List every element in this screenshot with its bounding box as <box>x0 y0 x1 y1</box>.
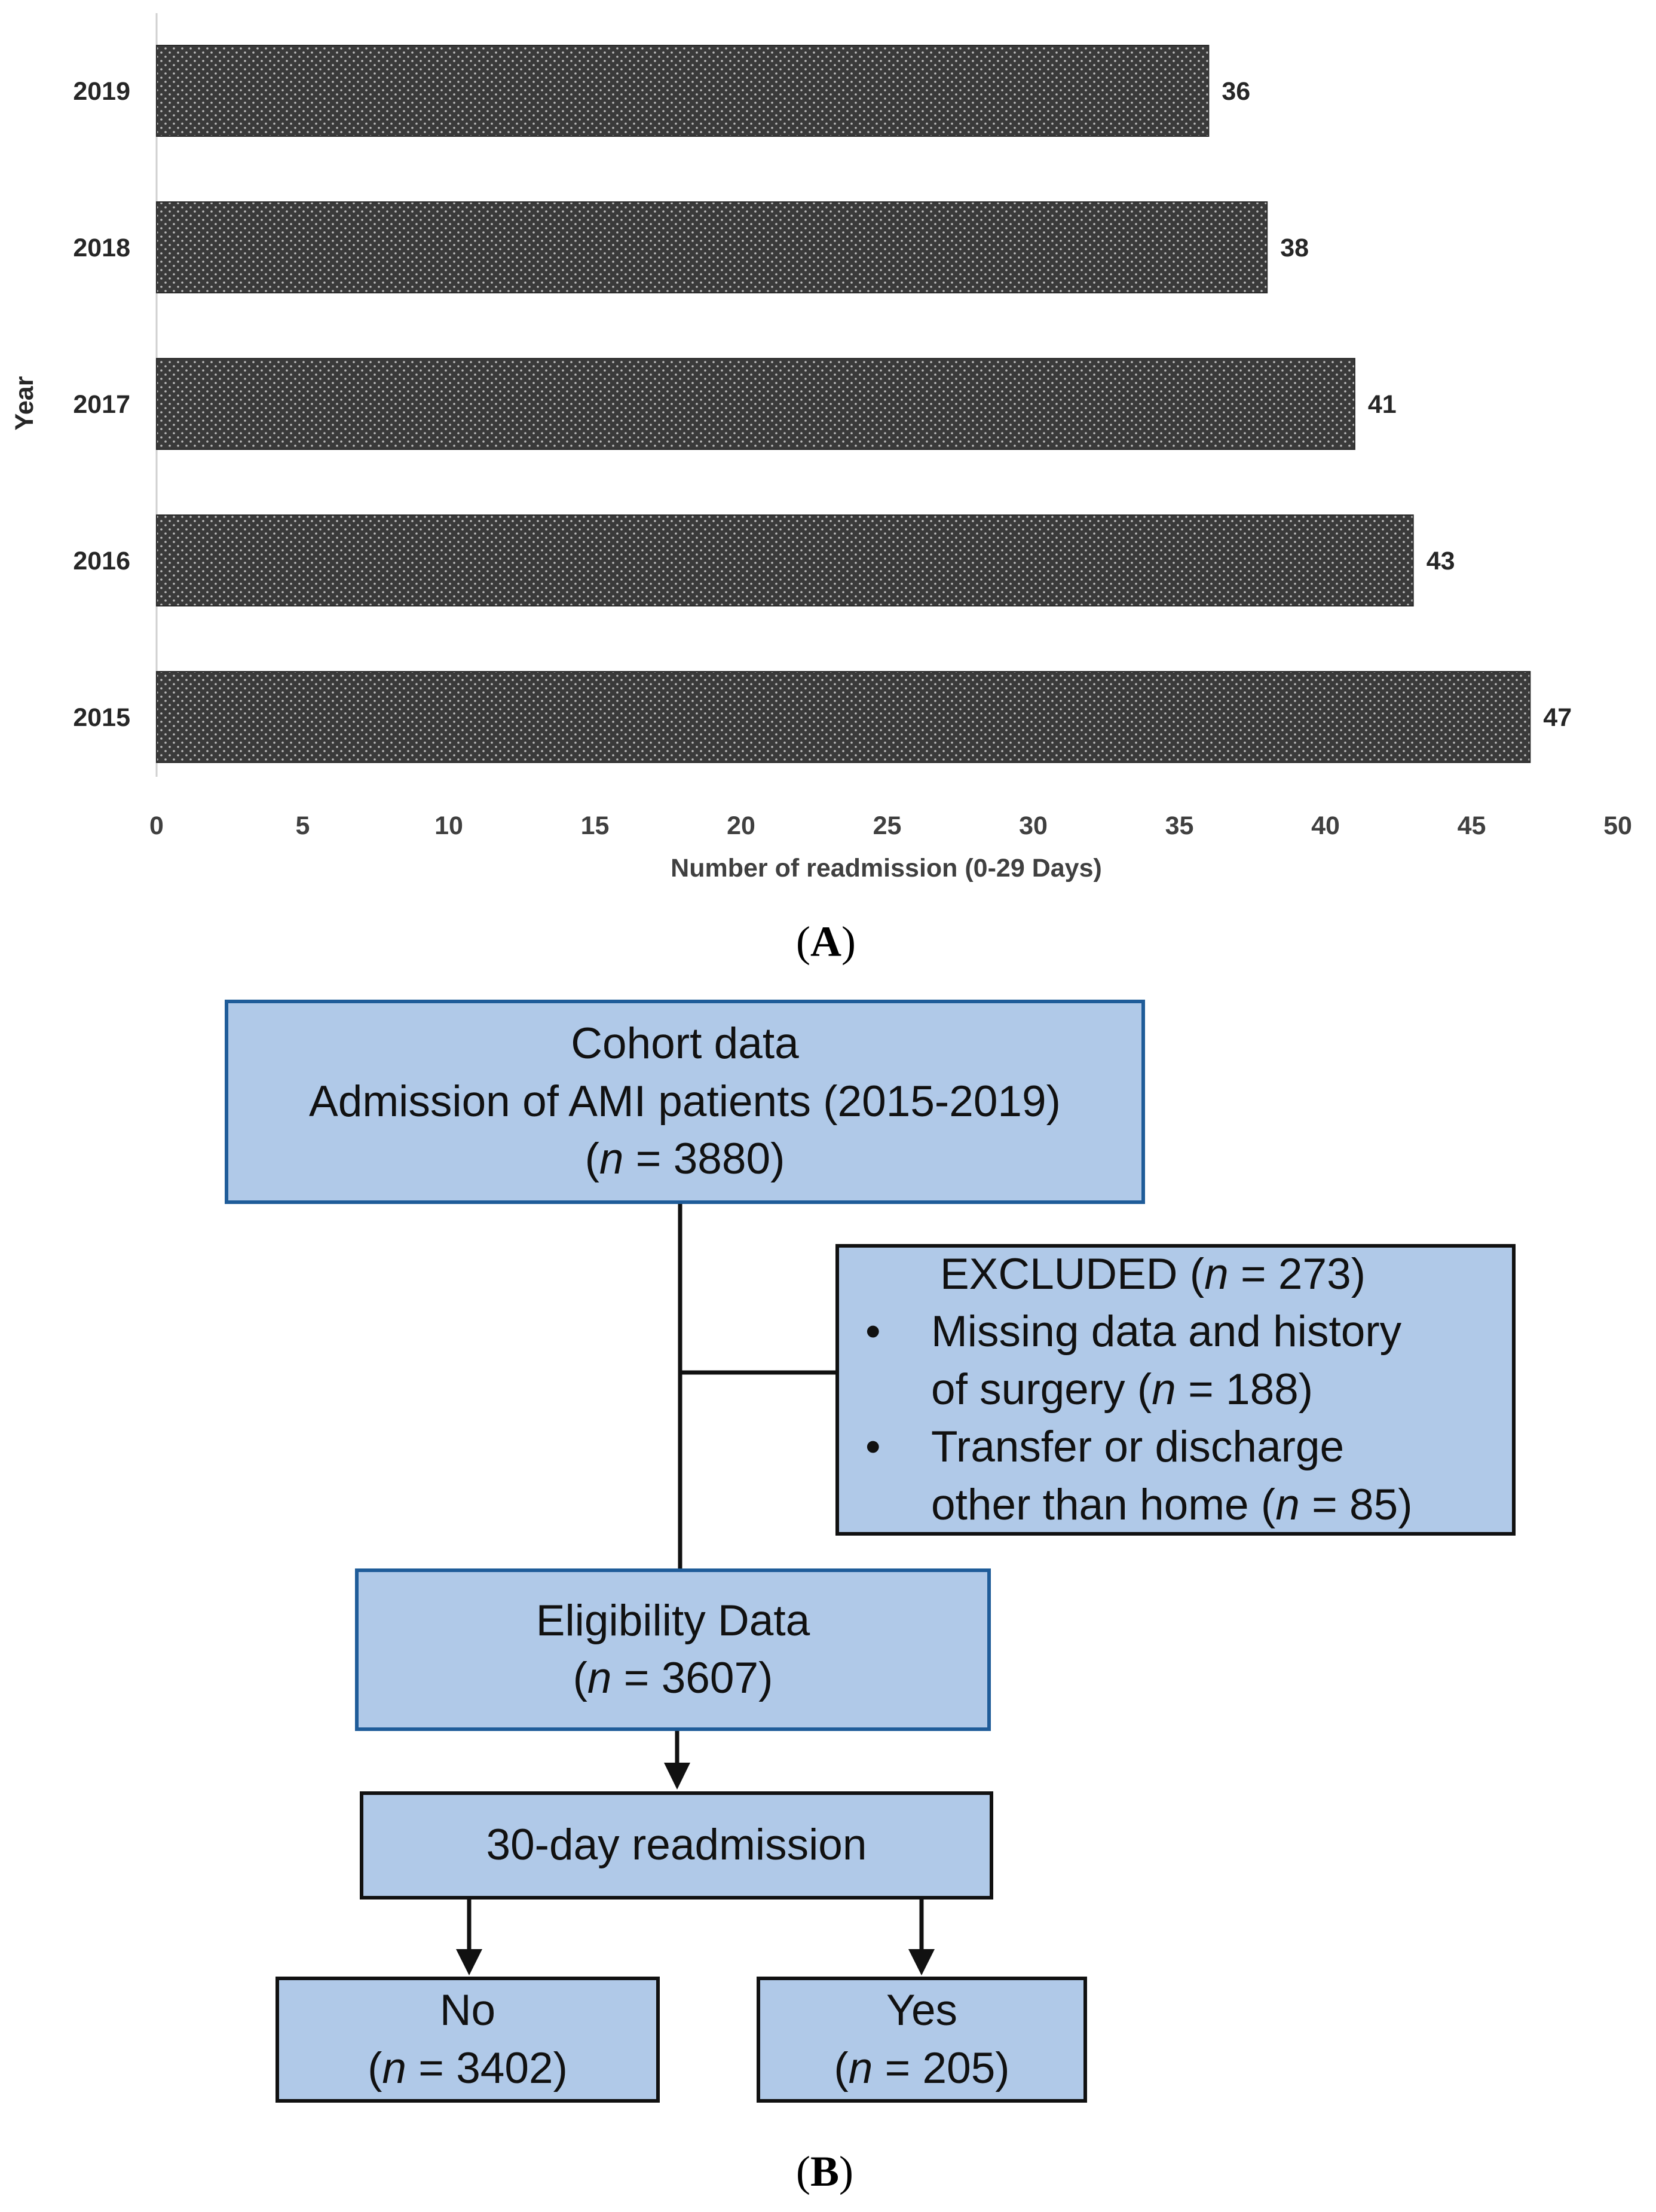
x-tick-label-25: 25 <box>873 811 902 840</box>
y-tick-label-2019: 2019 <box>73 77 130 106</box>
bar-2017 <box>156 358 1355 450</box>
x-tick-label-10: 10 <box>434 811 463 840</box>
eligibility-count: (n = 3607) <box>573 1654 773 1702</box>
value-label-2017: 41 <box>1368 390 1397 419</box>
eligibility-title: Eligibility Data <box>535 1596 810 1645</box>
bullet-icon: • <box>865 1307 881 1356</box>
arrowhead-to-no <box>456 1949 482 1975</box>
yes-box: Yes (n = 205) <box>757 1977 1087 2103</box>
eligibility-box: Eligibility Data (n = 3607) <box>355 1568 991 1731</box>
x-tick-label-35: 35 <box>1165 811 1194 840</box>
cohort-count: (n = 3880) <box>584 1135 785 1184</box>
x-tick-label-0: 0 <box>149 811 164 840</box>
bar-2019 <box>156 45 1210 137</box>
cohort-box: Cohort data Admission of AMI patients (2… <box>225 1000 1145 1204</box>
bullet-icon: • <box>865 1423 881 1472</box>
x-axis-label: Number of readmission (0-29 Days) <box>671 854 1102 883</box>
yes-title: Yes <box>886 1986 958 2035</box>
no-box: No (n = 3402) <box>276 1977 660 2103</box>
bar-2016 <box>156 514 1414 606</box>
y-tick-label-2015: 2015 <box>73 703 130 732</box>
x-tick-label-5: 5 <box>296 811 310 840</box>
x-tick-label-50: 50 <box>1603 811 1632 840</box>
x-tick-label-30: 30 <box>1019 811 1048 840</box>
x-tick-label-15: 15 <box>581 811 610 840</box>
value-label-2019: 36 <box>1222 77 1250 106</box>
yes-count: (n = 205) <box>834 2044 1010 2092</box>
y-tick-label-2016: 2016 <box>73 547 130 575</box>
excluded-title: EXCLUDED (n = 273) <box>939 1250 1366 1299</box>
arrowhead-to-readmission <box>664 1763 690 1790</box>
cohort-title: Cohort data <box>571 1019 799 1068</box>
y-tick-label-2017: 2017 <box>73 390 130 419</box>
excluded-item-missing-data: • Missing data and history of surgery (n… <box>865 1303 1401 1419</box>
bar-2015 <box>156 671 1531 763</box>
x-tick-label-45: 45 <box>1458 811 1486 840</box>
readmission-title: 30-day readmission <box>486 1821 867 1870</box>
bar-2018 <box>156 201 1268 293</box>
arrowhead-to-yes <box>908 1949 935 1975</box>
x-tick-label-40: 40 <box>1311 811 1340 840</box>
y-axis-label: Year <box>10 376 39 430</box>
x-tick-label-20: 20 <box>727 811 755 840</box>
no-title: No <box>439 1986 496 2035</box>
excluded-item-transfer: • Transfer or discharge other than home … <box>865 1419 1413 1534</box>
value-label-2016: 43 <box>1427 547 1455 575</box>
y-tick-label-2018: 2018 <box>73 234 130 262</box>
readmission-bar-chart: 36 38 41 43 47 2019 2018 2017 2016 2015 0 5 10 15 20… <box>10 13 1632 883</box>
value-label-2015: 47 <box>1543 703 1572 732</box>
panel-a-label: (A) <box>796 918 856 966</box>
panel-b-label: (B) <box>796 2147 853 2195</box>
cohort-description: Admission of AMI patients (2015-2019) <box>309 1077 1061 1126</box>
value-label-2018: 38 <box>1280 234 1309 262</box>
readmission-box: 30-day readmission <box>360 1791 993 1899</box>
no-count: (n = 3402) <box>368 2044 568 2092</box>
excluded-box: EXCLUDED (n = 273) • Missing data and hi… <box>835 1244 1516 1536</box>
